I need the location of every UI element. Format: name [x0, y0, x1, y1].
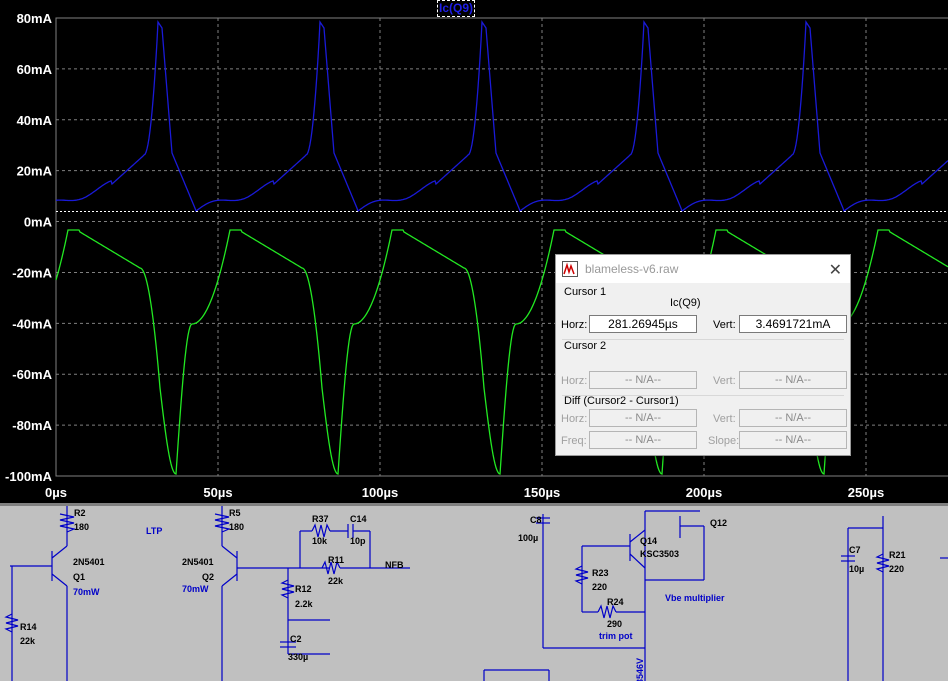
- x-tick-label: 0µs: [45, 485, 67, 500]
- diff-freq-label: Freq:: [561, 435, 587, 447]
- cursor1-vert-label: Vert:: [713, 319, 736, 331]
- label-r11: R11: [328, 555, 344, 565]
- label-q2: Q2: [202, 572, 214, 582]
- cursor1-group-label: Cursor 1: [564, 286, 607, 298]
- schematic-labels: R2 180 LTP 2N5401 Q1 70mW R14 22k R5 180…: [20, 508, 906, 681]
- label-c7-val: 10µ: [849, 564, 864, 574]
- label-q12: Q12: [710, 518, 727, 528]
- diff-horz-label: Horz:: [561, 413, 588, 425]
- ltspice-icon: [562, 261, 578, 277]
- x-tick-label: 100µs: [362, 485, 398, 500]
- label-r5-val: 180: [229, 522, 244, 532]
- cursor1-trace-name: Ic(Q9): [670, 297, 701, 309]
- y-tick-label: -100mA: [5, 469, 53, 484]
- label-q14: Q14: [640, 536, 657, 546]
- cursor2-vert-label: Vert:: [713, 375, 736, 387]
- dialog-title: blameless-v6.raw: [585, 262, 679, 276]
- cursor1-horz-field[interactable]: 281.26945µs: [589, 315, 697, 333]
- diff-vert-label: Vert:: [713, 413, 736, 425]
- label-r5: R5: [229, 508, 241, 518]
- cursor-dialog[interactable]: blameless-v6.raw ✕ Cursor 1 Ic(Q9) Horz:…: [555, 254, 851, 456]
- label-c2: C2: [290, 634, 302, 644]
- dialog-titlebar[interactable]: blameless-v6.raw ✕: [556, 255, 850, 283]
- label-trim-pot: trim pot: [599, 631, 633, 641]
- diff-horz-field: -- N/A--: [589, 409, 697, 427]
- y-tick-label: -80mA: [12, 418, 52, 433]
- x-tick-label: 50µs: [203, 485, 232, 500]
- label-c8: C8: [530, 515, 542, 525]
- y-tick-label: 80mA: [17, 11, 53, 26]
- schematic-view[interactable]: R2 180 LTP 2N5401 Q1 70mW R14 22k R5 180…: [0, 503, 948, 681]
- y-tick-label: -60mA: [12, 367, 52, 382]
- label-r24-val: 290: [607, 619, 622, 629]
- x-tick-label: 200µs: [686, 485, 722, 500]
- label-r23-val: 220: [592, 582, 607, 592]
- label-c8-val: 100µ: [518, 533, 538, 543]
- waveform-plot[interactable]: 80mA 60mA 40mA 20mA 0mA -20mA -40mA -60mA -80mA -…: [0, 0, 948, 503]
- trace-label-ic-q9[interactable]: Ic(Q9): [437, 0, 476, 17]
- label-ltp: LTP: [146, 526, 162, 536]
- close-icon[interactable]: ✕: [828, 262, 842, 279]
- label-c7: C7: [849, 545, 861, 555]
- diff-vert-field: -- N/A--: [739, 409, 847, 427]
- label-r11-val: 22k: [328, 576, 344, 586]
- y-tick-label: 20mA: [17, 164, 53, 179]
- label-r21-val: 220: [889, 564, 904, 574]
- cursor1-horz-label: Horz:: [561, 319, 588, 331]
- schematic-wires: [4, 506, 948, 681]
- label-r2-val: 180: [74, 522, 89, 532]
- cursor2-horz-label: Horz:: [561, 375, 588, 387]
- label-r37-val: 10k: [312, 536, 328, 546]
- label-c2-val: 330µ: [288, 652, 308, 662]
- label-r12-val: 2.2k: [295, 599, 314, 609]
- x-tick-label: 150µs: [524, 485, 560, 500]
- plot-grid: [55, 17, 948, 477]
- x-axis-ticks: 0µs 50µs 100µs 150µs 200µs 250µs: [45, 485, 884, 500]
- y-tick-label: 60mA: [17, 62, 53, 77]
- y-tick-label: 40mA: [17, 113, 53, 128]
- diff-freq-field: -- N/A--: [589, 431, 697, 449]
- label-c14-val: 10p: [350, 536, 366, 546]
- label-r14: R14: [20, 622, 37, 632]
- cursor2-horz-field: -- N/A--: [589, 371, 697, 389]
- y-tick-label: -40mA: [12, 316, 52, 331]
- y-axis-ticks: 80mA 60mA 40mA 20mA 0mA -20mA -40mA -60mA -80mA -…: [5, 11, 53, 484]
- label-r2: R2: [74, 508, 86, 518]
- label-q2-model: 2N5401: [182, 557, 214, 567]
- diff-slope-field: -- N/A--: [739, 431, 847, 449]
- cursor1-separator: [562, 339, 844, 340]
- label-q14-model: KSC3503: [640, 549, 679, 559]
- trace-ic-q9[interactable]: [55, 20, 948, 213]
- label-voltage: 3546V: [635, 658, 645, 681]
- label-r37: R37: [312, 514, 329, 524]
- cursor1-vert-field[interactable]: 3.4691721mA: [739, 315, 847, 333]
- label-q1-model: 2N5401: [73, 557, 105, 567]
- label-r24: R24: [607, 597, 624, 607]
- label-q2-power: 70mW: [182, 584, 209, 594]
- label-nfb: NFB: [385, 560, 404, 570]
- label-q1: Q1: [73, 572, 85, 582]
- schematic-svg[interactable]: R2 180 LTP 2N5401 Q1 70mW R14 22k R5 180…: [0, 506, 948, 681]
- label-r23: R23: [592, 568, 609, 578]
- label-q1-power: 70mW: [73, 587, 100, 597]
- cursor2-vert-field: -- N/A--: [739, 371, 847, 389]
- cursor2-group-label: Cursor 2: [564, 340, 607, 352]
- x-tick-label: 250µs: [848, 485, 884, 500]
- label-vbe-multiplier: Vbe multiplier: [665, 593, 725, 603]
- y-tick-label: -20mA: [12, 265, 52, 280]
- diff-group-label: Diff (Cursor2 - Cursor1): [564, 395, 679, 407]
- label-c14: C14: [350, 514, 367, 524]
- y-tick-label: 0mA: [24, 215, 53, 230]
- label-r21: R21: [889, 550, 906, 560]
- label-r12: R12: [295, 584, 312, 594]
- cursor2-separator: [562, 395, 844, 396]
- diff-slope-label: Slope:: [708, 435, 740, 447]
- label-r14-val: 22k: [20, 636, 36, 646]
